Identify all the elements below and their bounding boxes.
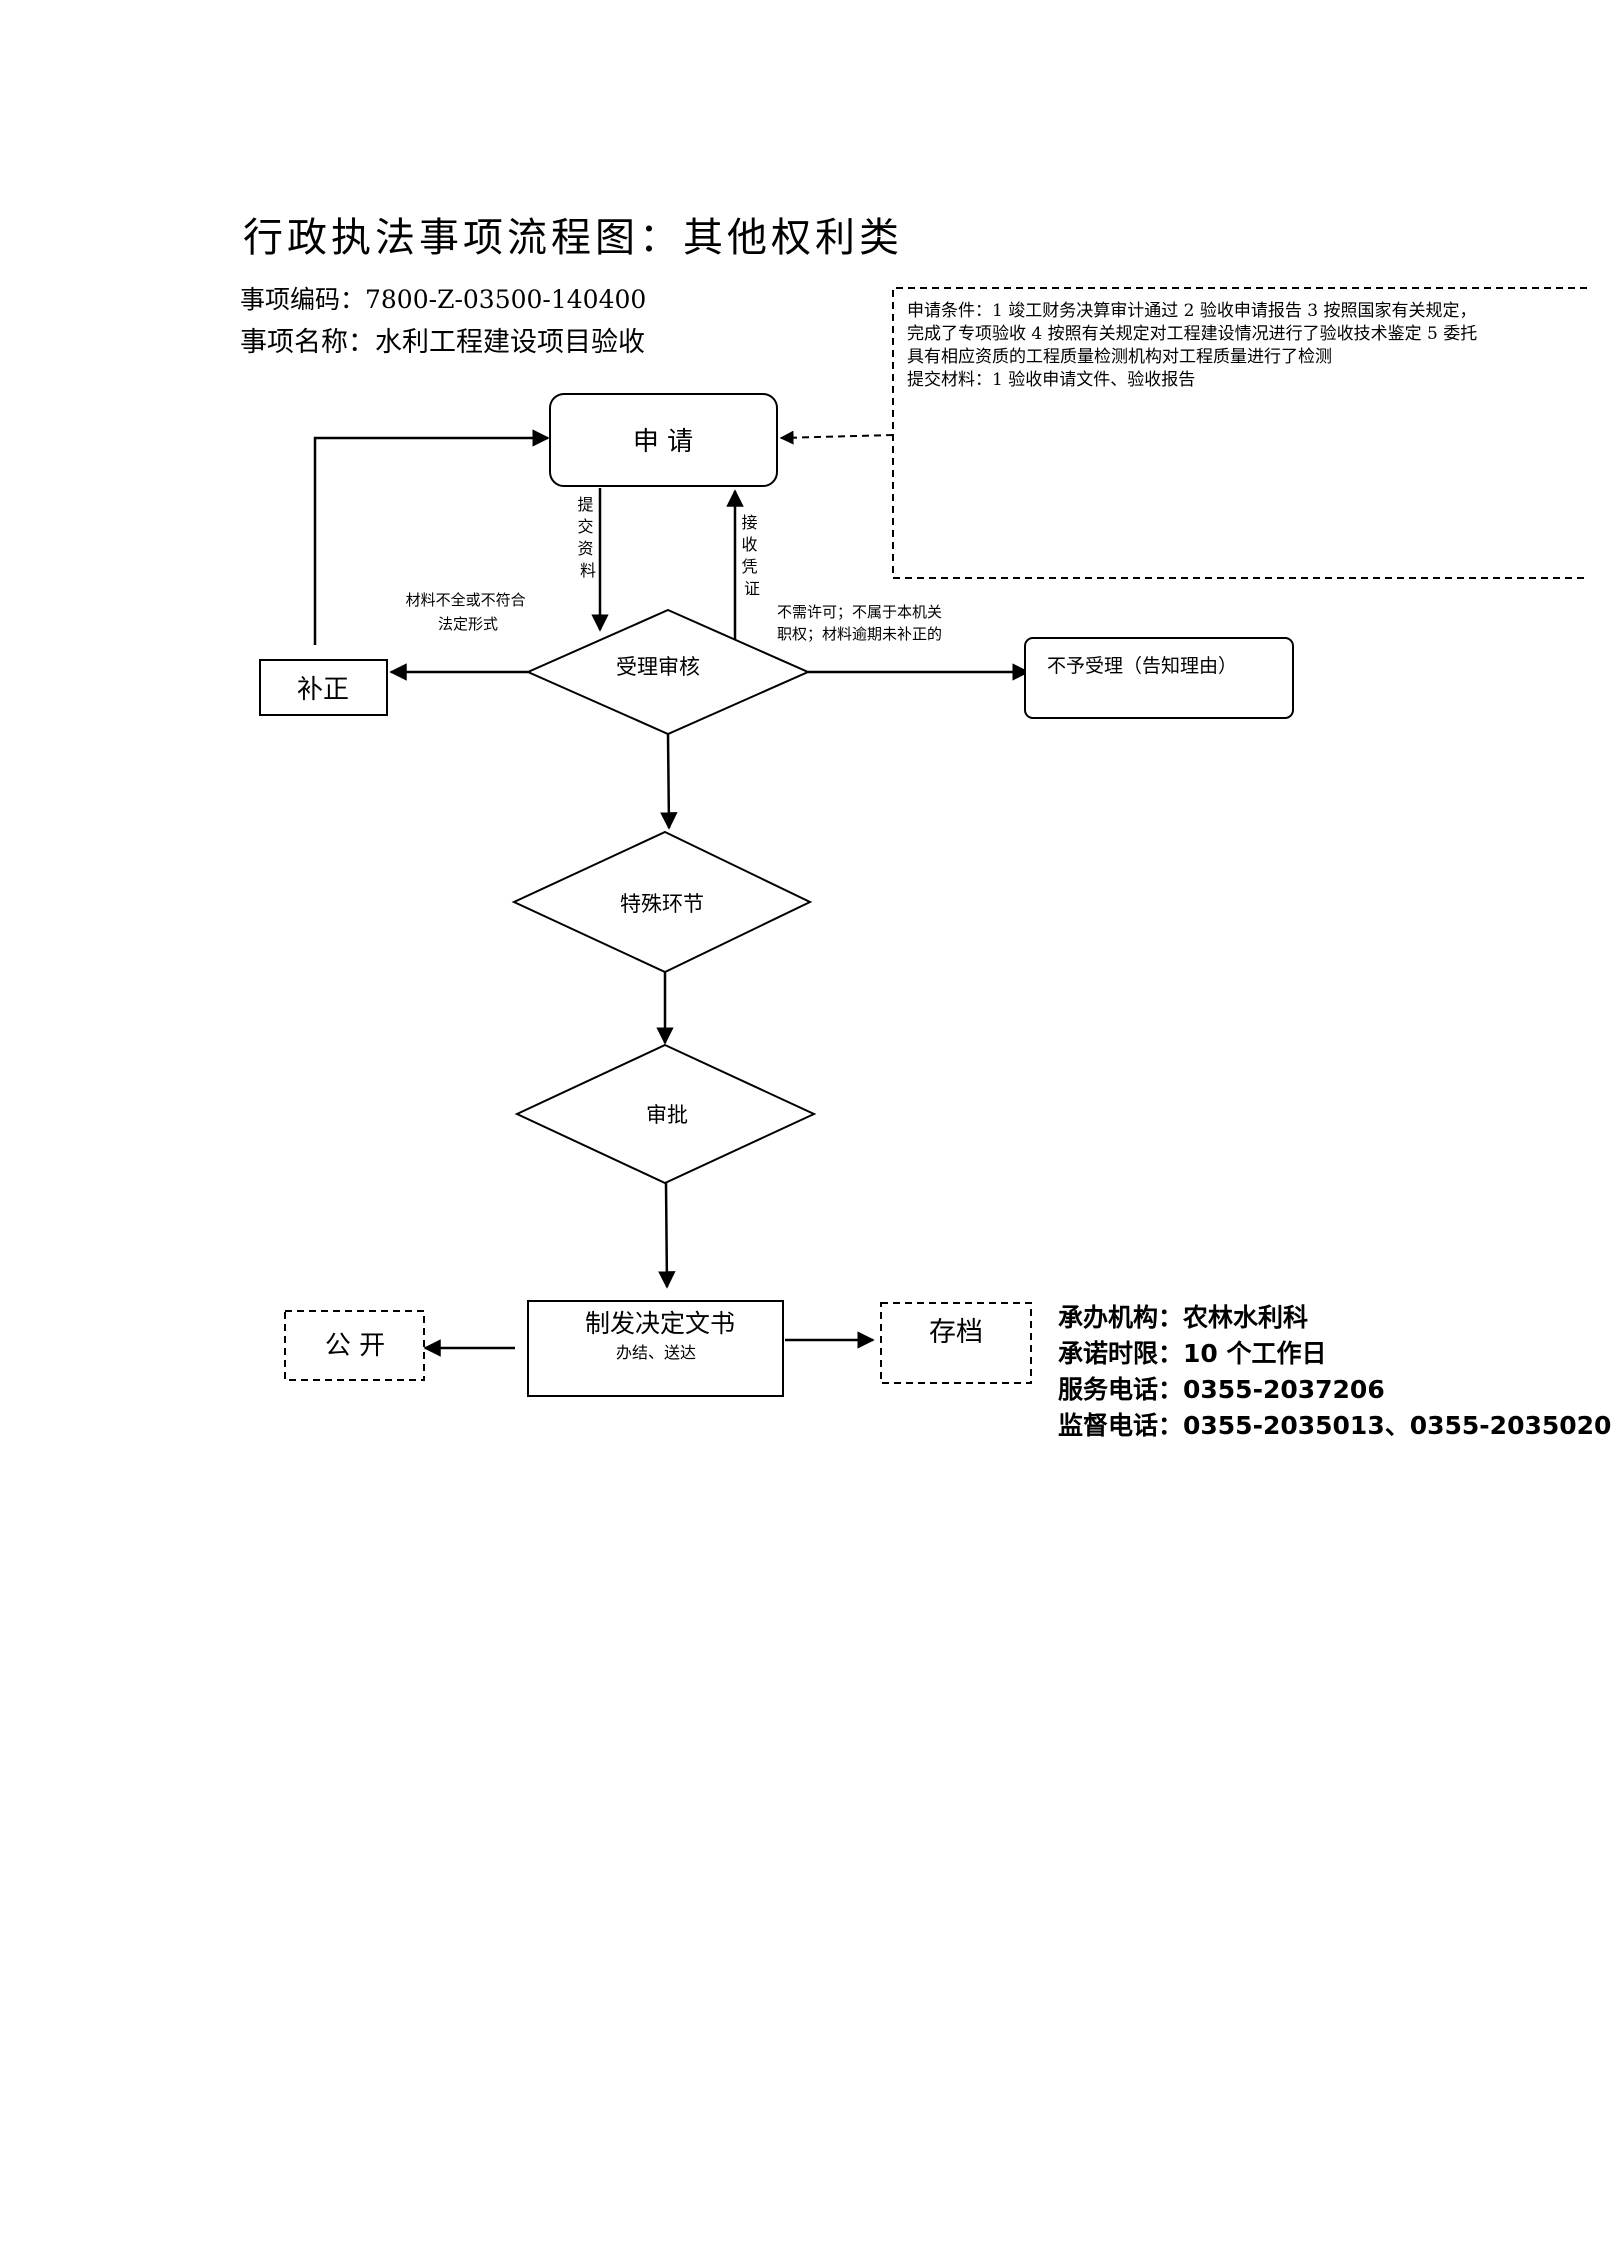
- correct-label: 补正: [297, 675, 349, 705]
- approve-node: [514, 1043, 817, 1185]
- decision-label: 制发决定文书: [585, 1309, 735, 1338]
- review-label: 受理审核: [616, 655, 700, 679]
- conditions-line: 完成了专项验收 4 按照有关规定对工程建设情况进行了验收技术鉴定 5 委托: [907, 324, 1478, 344]
- publish-label: 公 开: [325, 1331, 385, 1361]
- conditions-dashed-box: [892, 287, 1587, 579]
- reject-reason-label: 不需许可；不属于本机关 职权；材料逾期未补正的: [777, 603, 947, 643]
- item-code: 事项编码：7800-Z-03500-140400: [240, 285, 647, 314]
- conditions-line: 申请条件：1 竣工财务决算审计通过 2 验收申请报告 3 按照国家有关规定，: [907, 301, 1477, 321]
- review-to-special-arrow: [660, 733, 678, 830]
- conditions-text: 申请条件：1 竣工财务决算审计通过 2 验收申请报告 3 按照国家有关规定， 完…: [907, 300, 1585, 392]
- receipt-label: 接 收 凭 证: [741, 513, 762, 598]
- supervise-phone-line: 监督电话：0355-2035013、0355-2035020: [1058, 1411, 1611, 1440]
- conditions-line: 具有相应资质的工程质量检测机构对工程质量进行了检测: [907, 347, 1332, 367]
- submit-label: 提 交 资 料: [577, 495, 598, 580]
- reject-node: [1024, 637, 1294, 719]
- special-label: 特殊环节: [620, 892, 704, 916]
- materials-line: 提交材料：1 验收申请文件、验收报告: [907, 370, 1196, 390]
- decision-node: [527, 1300, 784, 1397]
- publish-node: [284, 1310, 425, 1381]
- reject-label: 不予受理（告知理由）: [1047, 655, 1237, 677]
- conditions-to-apply-arrow: [779, 430, 894, 445]
- page-title: 行政执法事项流程图：其他权利类: [243, 215, 903, 261]
- service-phone-line: 服务电话：0355-2037206: [1058, 1375, 1385, 1404]
- approve-label: 审批: [646, 1103, 688, 1127]
- incomplete-label: 材料不全或不符合 法定形式: [406, 591, 531, 633]
- agency-line: 承办机构：农林水利科: [1058, 1303, 1309, 1332]
- deadline-line: 承诺时限：10 个工作日: [1058, 1339, 1327, 1368]
- correct-node: [259, 659, 388, 716]
- apply-node: [549, 393, 778, 487]
- correct-to-apply-arrow: [313, 429, 550, 645]
- approve-to-decision-arrow: [658, 1182, 676, 1289]
- item-name: 事项名称：水利工程建设项目验收: [240, 327, 645, 358]
- decision-sublabel: 办结、送达: [616, 1343, 696, 1362]
- archive-label: 存档: [929, 1317, 983, 1348]
- contact-info: 承办机构：农林水利科 承诺时限：10 个工作日 服务电话：0355-203720…: [1058, 1300, 1611, 1444]
- apply-label: 申 请: [633, 427, 693, 457]
- archive-node: [880, 1302, 1032, 1384]
